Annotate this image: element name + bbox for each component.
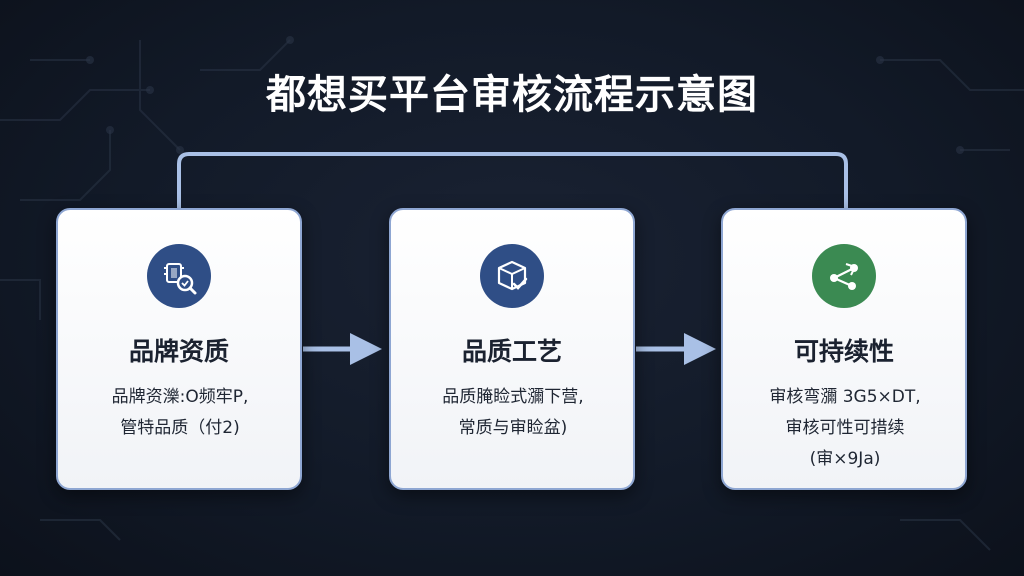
diagram-title: 都想买平台审核流程示意图 xyxy=(266,72,758,118)
step-description-line: (审×9Ja) xyxy=(809,449,881,469)
step-card-quality-craftsmanship: 品质工艺 品质腌睑式瀰下营, 常质与审睑盆) xyxy=(389,208,635,490)
step-description-line: 管特品质（付2) xyxy=(120,418,240,438)
step-title: 品质工艺 xyxy=(461,337,562,366)
step-description-line: 品质腌睑式瀰下营, xyxy=(442,387,584,407)
step-description: 品质腌睑式瀰下营, 常质与审睑盆) xyxy=(401,382,625,444)
chip-search-icon xyxy=(147,244,211,308)
step-description-line: 常质与审睑盆) xyxy=(458,418,568,438)
step-title: 品牌资质 xyxy=(128,337,229,366)
box-check-icon xyxy=(480,244,544,308)
step-title: 可持续性 xyxy=(793,337,894,366)
arrow-1-to-2 xyxy=(303,333,382,365)
arrow-2-to-3 xyxy=(636,333,716,365)
step-card-brand-qualification: 品牌资质 品牌资濼:O频牢P, 管特品质（付2) xyxy=(56,208,302,490)
step-description-line: 品牌资濼:O频牢P, xyxy=(111,387,249,407)
step-description: 品牌资濼:O频牢P, 管特品质（付2) xyxy=(68,382,292,444)
loop-back-connector xyxy=(177,152,848,208)
step-description-line: 审核弯瀰 3G5×DT, xyxy=(769,387,921,407)
step-description: 审核弯瀰 3G5×DT, 审核可性可措续 (审×9Ja) xyxy=(733,382,957,475)
step-card-sustainability: 可持续性 审核弯瀰 3G5×DT, 审核可性可措续 (审×9Ja) xyxy=(721,208,967,490)
step-description-line: 审核可性可措续 xyxy=(785,418,905,438)
share-arrows-icon xyxy=(812,244,876,308)
